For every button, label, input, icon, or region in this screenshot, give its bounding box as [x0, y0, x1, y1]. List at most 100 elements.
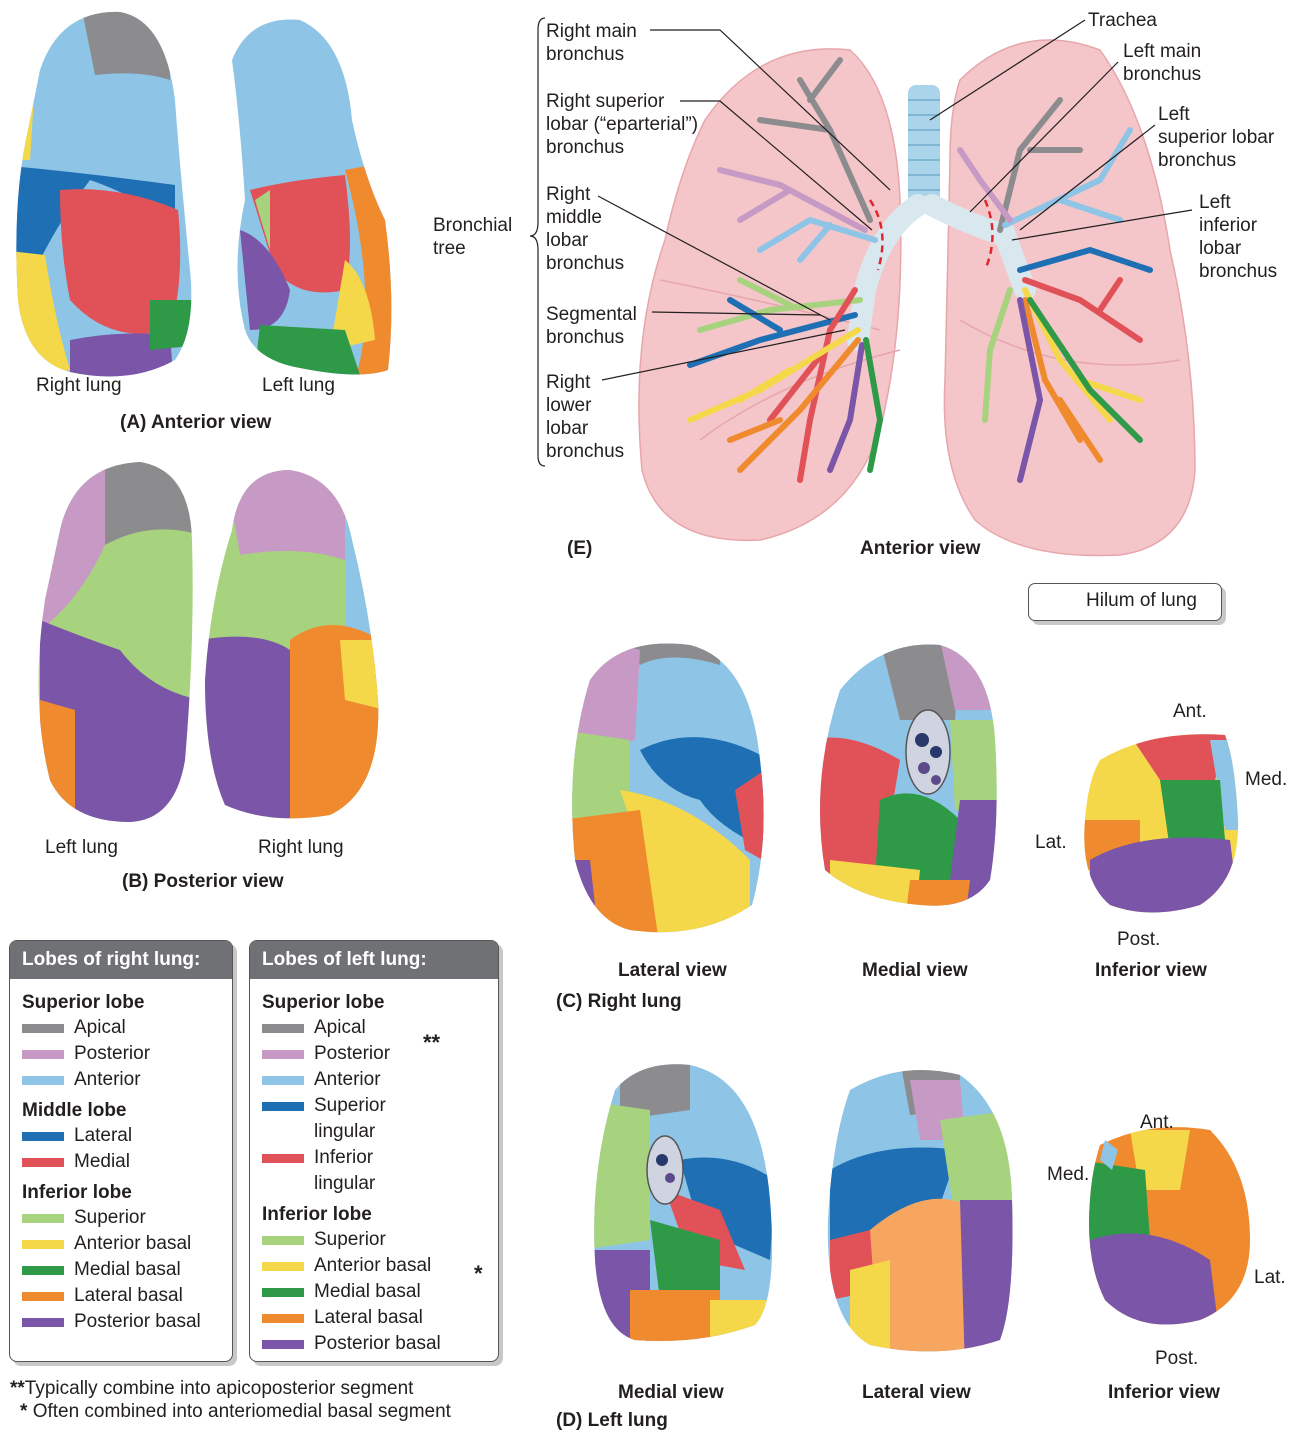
legend-group-title: Superior lobe [262, 991, 498, 1015]
label-segmental-bronchus: Segmental bronchus [546, 303, 637, 349]
label-bronchial-tree: Bronchial tree [433, 214, 512, 260]
panel-d-caption: (D) Left lung [556, 1409, 668, 1432]
legend-group-title: Inferior lobe [262, 1203, 498, 1227]
legend-item-label: Posterior basal [314, 1331, 441, 1357]
panel-b-left-lung [20, 440, 220, 840]
legend-swatch [262, 1340, 304, 1349]
panel-c-caption: (C) Right lung [556, 990, 682, 1013]
legend-item-inferior-lingular: Inferior lingular [262, 1145, 498, 1197]
panel-c-med-label: Med. [1245, 768, 1287, 791]
footnote-single-star-text: Often combined into anteriomedial basal … [33, 1401, 451, 1422]
footnote-single-star: * Often combined into anteriomedial basa… [20, 1400, 451, 1423]
legend-item-label: Medial basal [314, 1279, 421, 1305]
legend-swatch [262, 1076, 304, 1085]
legend-item-posterior-basal: Posterior basal [262, 1331, 498, 1357]
legend-swatch [262, 1262, 304, 1271]
panel-d-post-label: Post. [1155, 1347, 1198, 1370]
hilum-legend-label: Hilum of lung [1086, 589, 1197, 612]
legend-swatch [22, 1076, 64, 1085]
legend-item-label: Anterior [314, 1067, 381, 1093]
panel-a-right-lung [0, 0, 220, 400]
legend-single-star: * [474, 1261, 483, 1287]
legend-swatch [22, 1132, 64, 1141]
legend-swatch [262, 1314, 304, 1323]
legend-group-title: Superior lobe [22, 991, 232, 1015]
legend-item-medial: Medial [22, 1149, 232, 1175]
legend-swatch [262, 1154, 304, 1163]
label-left-main-bronchus: Left main bronchus [1123, 40, 1201, 86]
panel-c-lateral-caption: Lateral view [618, 959, 727, 982]
legend-left-header: Lobes of left lung: [250, 941, 498, 979]
legend-item-posterior-basal: Posterior basal [22, 1309, 232, 1335]
legend-item-posterior: Posterior [22, 1041, 232, 1067]
panel-c-medial-view [800, 630, 1020, 930]
label-left-superior-lobar-bronchus: Left superior lobar bronchus [1158, 103, 1274, 172]
panel-c-inferior-view [1080, 720, 1250, 920]
legend-group-title: Inferior lobe [22, 1181, 232, 1205]
legend-item-anterior-basal: Anterior basal [22, 1231, 232, 1257]
legend-swatch [22, 1292, 64, 1301]
footnote-double-star: **Typically combine into apicoposterior … [10, 1377, 413, 1400]
panel-d-inferior-caption: Inferior view [1108, 1381, 1220, 1404]
legend-item-label: Lateral [74, 1123, 132, 1149]
legend-item-medial-basal: Medial basal [262, 1279, 498, 1305]
panel-a-right-lung-label: Right lung [36, 374, 122, 397]
panel-d-medial-caption: Medial view [618, 1381, 724, 1404]
panel-c-inferior-caption: Inferior view [1095, 959, 1207, 982]
legend-right-header: Lobes of right lung: [10, 941, 232, 979]
panel-c-lateral-view [560, 630, 780, 950]
legend-item-lateral-basal: Lateral basal [262, 1305, 498, 1331]
panel-b-right-lung [200, 440, 400, 840]
panel-b-left-lung-label: Left lung [45, 836, 118, 859]
panel-d-lat-label: Lat. [1254, 1266, 1286, 1289]
panel-a-left-lung-label: Left lung [262, 374, 335, 397]
legend-item-label: Posterior [314, 1041, 390, 1067]
legend-swatch [22, 1266, 64, 1275]
legend-swatch [262, 1050, 304, 1059]
legend-swatch [262, 1236, 304, 1245]
legend-item-superior: Superior [22, 1205, 232, 1231]
legend-item-lateral-basal: Lateral basal [22, 1283, 232, 1309]
legend-item-posterior: Posterior [262, 1041, 498, 1067]
legend-item-label: Anterior [74, 1067, 141, 1093]
legend-swatch [22, 1050, 64, 1059]
legend-swatch [262, 1288, 304, 1297]
legend-item-label: Lateral basal [314, 1305, 423, 1331]
legend-swatch [262, 1024, 304, 1033]
legend-item-label: Inferior lingular [314, 1145, 375, 1197]
panel-b-right-lung-label: Right lung [258, 836, 344, 859]
legend-item-apical: Apical [262, 1015, 498, 1041]
panel-d-med-label: Med. [1047, 1163, 1089, 1186]
legend-item-label: Apical [74, 1015, 126, 1041]
legend-item-medial-basal: Medial basal [22, 1257, 232, 1283]
legend-swatch [22, 1214, 64, 1223]
label-right-superior-lobar-bronchus: Right superior lobar (“eparterial”) bron… [546, 90, 698, 159]
legend-item-label: Posterior basal [74, 1309, 201, 1335]
panel-b-caption: (B) Posterior view [122, 870, 284, 893]
label-right-lower-lobar-bronchus: Right lower lobar bronchus [546, 371, 624, 463]
legend-item-label: Lateral basal [74, 1283, 183, 1309]
panel-a-left-lung [220, 0, 420, 400]
panel-e-lungs [639, 40, 1195, 556]
panel-d-medial-view [580, 1050, 790, 1350]
legend-item-lateral: Lateral [22, 1123, 232, 1149]
panel-d-lateral-caption: Lateral view [862, 1381, 971, 1404]
label-left-inferior-lobar-bronchus: Left inferior lobar bronchus [1199, 191, 1277, 283]
legend-item-label: Apical [314, 1015, 366, 1041]
legend-item-apical: Apical [22, 1015, 232, 1041]
panel-d-lateral-view [820, 1050, 1020, 1370]
panel-e-letter: (E) [567, 537, 592, 560]
label-right-middle-lobar-bronchus: Right middle lobar bronchus [546, 183, 624, 275]
panel-c-ant-label: Ant. [1173, 700, 1207, 723]
panel-d-ant-label: Ant. [1140, 1111, 1174, 1134]
panel-e-caption: Anterior view [860, 537, 980, 560]
legend-item-label: Superior [314, 1227, 386, 1253]
legend-item-label: Medial [74, 1149, 130, 1175]
legend-swatch [22, 1024, 64, 1033]
label-trachea: Trachea [1088, 9, 1157, 32]
legend-item-label: Medial basal [74, 1257, 181, 1283]
